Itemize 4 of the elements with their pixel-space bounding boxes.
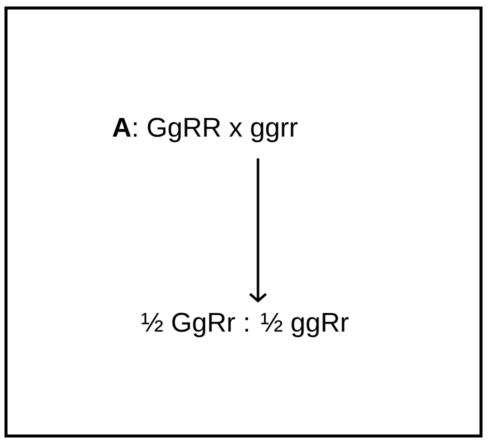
frame-box — [4, 6, 482, 438]
genotype-text: ½ GgRr : ½ ggRr — [142, 312, 349, 338]
arrow — [249, 158, 267, 303]
genotype-text: A: GgRR x ggrr — [112, 118, 298, 142]
